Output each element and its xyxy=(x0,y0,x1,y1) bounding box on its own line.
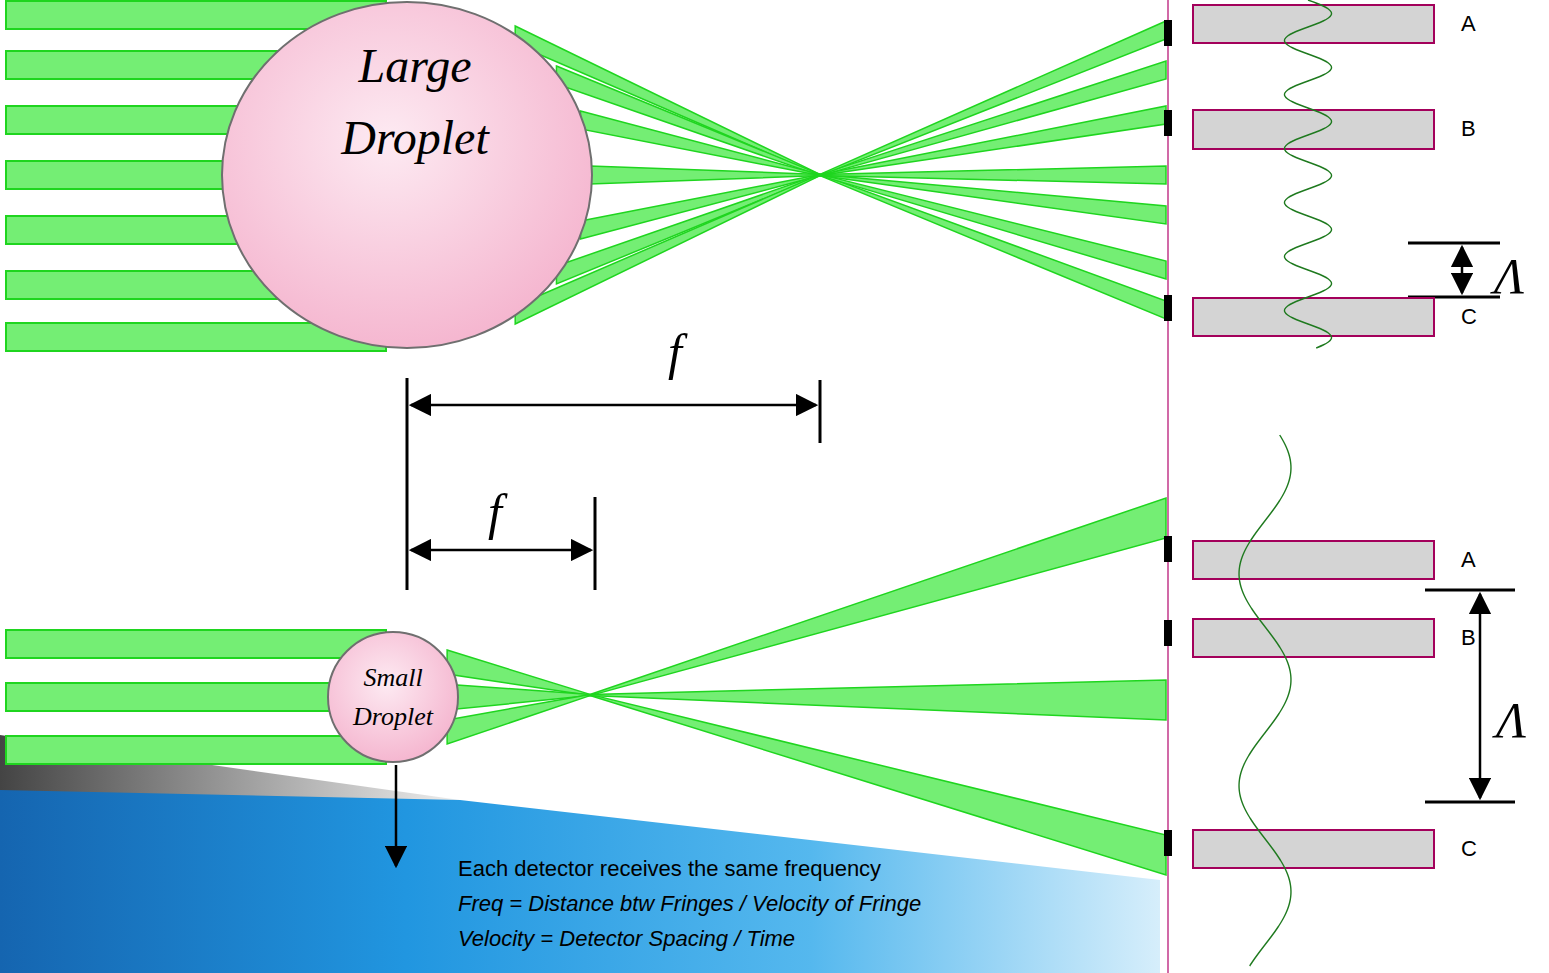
detector-letter: A xyxy=(1461,544,1476,576)
dimension-tick xyxy=(406,378,409,590)
dimension-tick xyxy=(594,497,597,590)
detector-box: C xyxy=(1192,297,1435,337)
note-text: Freq = Distance btw Fringes / Velocity o… xyxy=(458,891,921,917)
scattered-ray xyxy=(515,21,1166,324)
focal-length-symbol: f xyxy=(488,482,502,542)
detector-letter: C xyxy=(1461,301,1477,333)
dimension-line xyxy=(411,549,591,552)
dimension-tick xyxy=(1425,589,1515,592)
droplet-circle: Small Droplet xyxy=(326,630,460,764)
note-text: Velocity = Detector Spacing / Time xyxy=(458,926,795,952)
dimension-tick xyxy=(819,380,822,443)
dimension-line xyxy=(1479,594,1482,798)
incident-beam xyxy=(6,630,386,658)
slit xyxy=(1164,295,1172,321)
droplet-outline xyxy=(326,630,460,764)
detector-box: B xyxy=(1192,618,1435,658)
droplet-circle: Large Droplet xyxy=(220,0,594,350)
focal-length-symbol: f xyxy=(668,322,682,382)
detector-letter: C xyxy=(1461,833,1477,865)
detector-letter: B xyxy=(1461,113,1476,145)
detector-box: C xyxy=(1192,829,1435,869)
detector-box: A xyxy=(1192,4,1435,44)
slit xyxy=(1164,536,1172,562)
fringe-spacing-symbol: Λ xyxy=(1496,690,1526,750)
droplet-label: Small Droplet xyxy=(330,658,456,736)
dimension-line xyxy=(411,404,816,407)
detector-letter: A xyxy=(1461,8,1476,40)
detector-box: B xyxy=(1192,109,1435,150)
scattered-ray xyxy=(447,498,1166,744)
focal-dimensions xyxy=(407,378,820,590)
detector-plane xyxy=(1167,0,1169,973)
note-text: Each detector receives the same frequenc… xyxy=(458,856,881,882)
slit xyxy=(1164,830,1172,856)
detector-box: A xyxy=(1192,540,1435,580)
dimension-line xyxy=(1461,247,1464,293)
fringe-wave xyxy=(1284,0,1331,348)
dimension-tick xyxy=(1425,801,1515,804)
fringe-wave xyxy=(1239,435,1291,966)
slit xyxy=(1164,20,1172,46)
slit xyxy=(1164,110,1172,136)
scattered-ray xyxy=(590,166,1166,184)
fringe-spacing-symbol: Λ xyxy=(1494,246,1524,306)
slit xyxy=(1164,620,1172,646)
dimension-tick xyxy=(1408,242,1500,245)
scattered-ray xyxy=(447,650,1166,875)
droplet-label: Large Droplet xyxy=(290,30,540,174)
scattered-ray xyxy=(581,106,1166,239)
droplet-shape xyxy=(328,632,458,762)
detector-slits xyxy=(1164,20,1172,856)
incident-beam xyxy=(6,736,386,764)
velocity-arrow xyxy=(395,765,398,866)
droplet-shape xyxy=(222,2,592,348)
detector-letter: B xyxy=(1461,622,1476,654)
